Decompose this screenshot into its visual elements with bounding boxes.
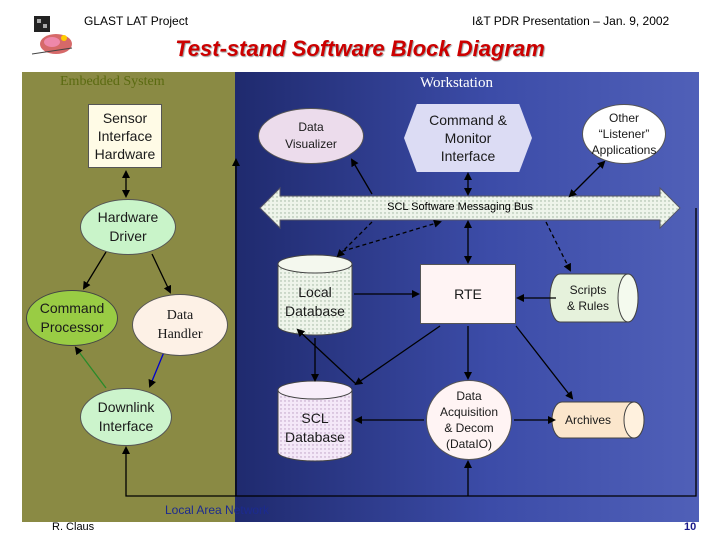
scripts-rules-label: Scripts & Rules <box>566 283 610 313</box>
arrow-bus-downlink <box>339 219 442 253</box>
arrow-driver-cmdproc <box>82 251 107 290</box>
local-area-network-label: Local Area Network <box>165 503 270 517</box>
author: R. Claus <box>52 521 95 533</box>
downlink-interface-node: Downlink Interface <box>80 388 172 446</box>
glast-logo <box>31 16 73 55</box>
project-name: GLAST LAT Project <box>84 14 189 28</box>
page-number: 10 <box>684 521 697 533</box>
local-database-label: Local Database <box>285 284 345 319</box>
scripts-rules-cylinder <box>549 273 639 323</box>
data-visualizer-node: Data Visualizer <box>258 108 364 164</box>
scl-database-cylinder <box>277 380 353 462</box>
archives-label: Archives <box>564 413 611 427</box>
rte-node: RTE <box>420 264 516 324</box>
command-processor-node: Command Processor <box>26 290 118 346</box>
arrow-datavis-bus <box>350 158 373 195</box>
lan-line <box>122 208 697 497</box>
scl-bus-label: SCL Software Messaging Bus <box>387 201 533 213</box>
data-acquisition-node: Data Acquisition & Decom (DataIO) <box>426 380 512 460</box>
command-monitor-interface-node: Command & Monitor Interface <box>404 104 532 172</box>
arrow-scldb-datavis <box>296 328 357 385</box>
arrow-downlink-cmdproc <box>74 346 107 389</box>
slide-title: Test-stand Software Block Diagram <box>175 36 545 61</box>
embedded-system-label: Embedded System <box>60 74 165 89</box>
arrow-rte-scldb <box>354 325 441 386</box>
archives-cylinder <box>551 401 645 439</box>
arrow-datahandler-downlink <box>148 351 165 388</box>
workstation-label: Workstation <box>420 75 493 91</box>
scl-bus-arrow <box>259 186 681 230</box>
other-listener-applications-node: Other “Listener” Applications <box>582 104 666 164</box>
data-handler-node: Data Handler <box>132 294 228 356</box>
local-database-cylinder <box>277 254 353 336</box>
arrow-driver-datahandler <box>151 253 172 294</box>
arrow-bus-localdb <box>336 221 373 258</box>
arrow-rte-archives <box>515 325 574 400</box>
hardware-driver-node: Hardware Driver <box>80 199 176 255</box>
arrow-other-bus <box>568 160 606 198</box>
sensor-interface-hardware-node: Sensor Interface Hardware <box>88 104 162 168</box>
arrow-bus-scripts <box>545 221 571 272</box>
presentation-info: I&T PDR Presentation – Jan. 9, 2002 <box>472 14 670 28</box>
scl-database-label: SCL Database <box>285 410 345 445</box>
